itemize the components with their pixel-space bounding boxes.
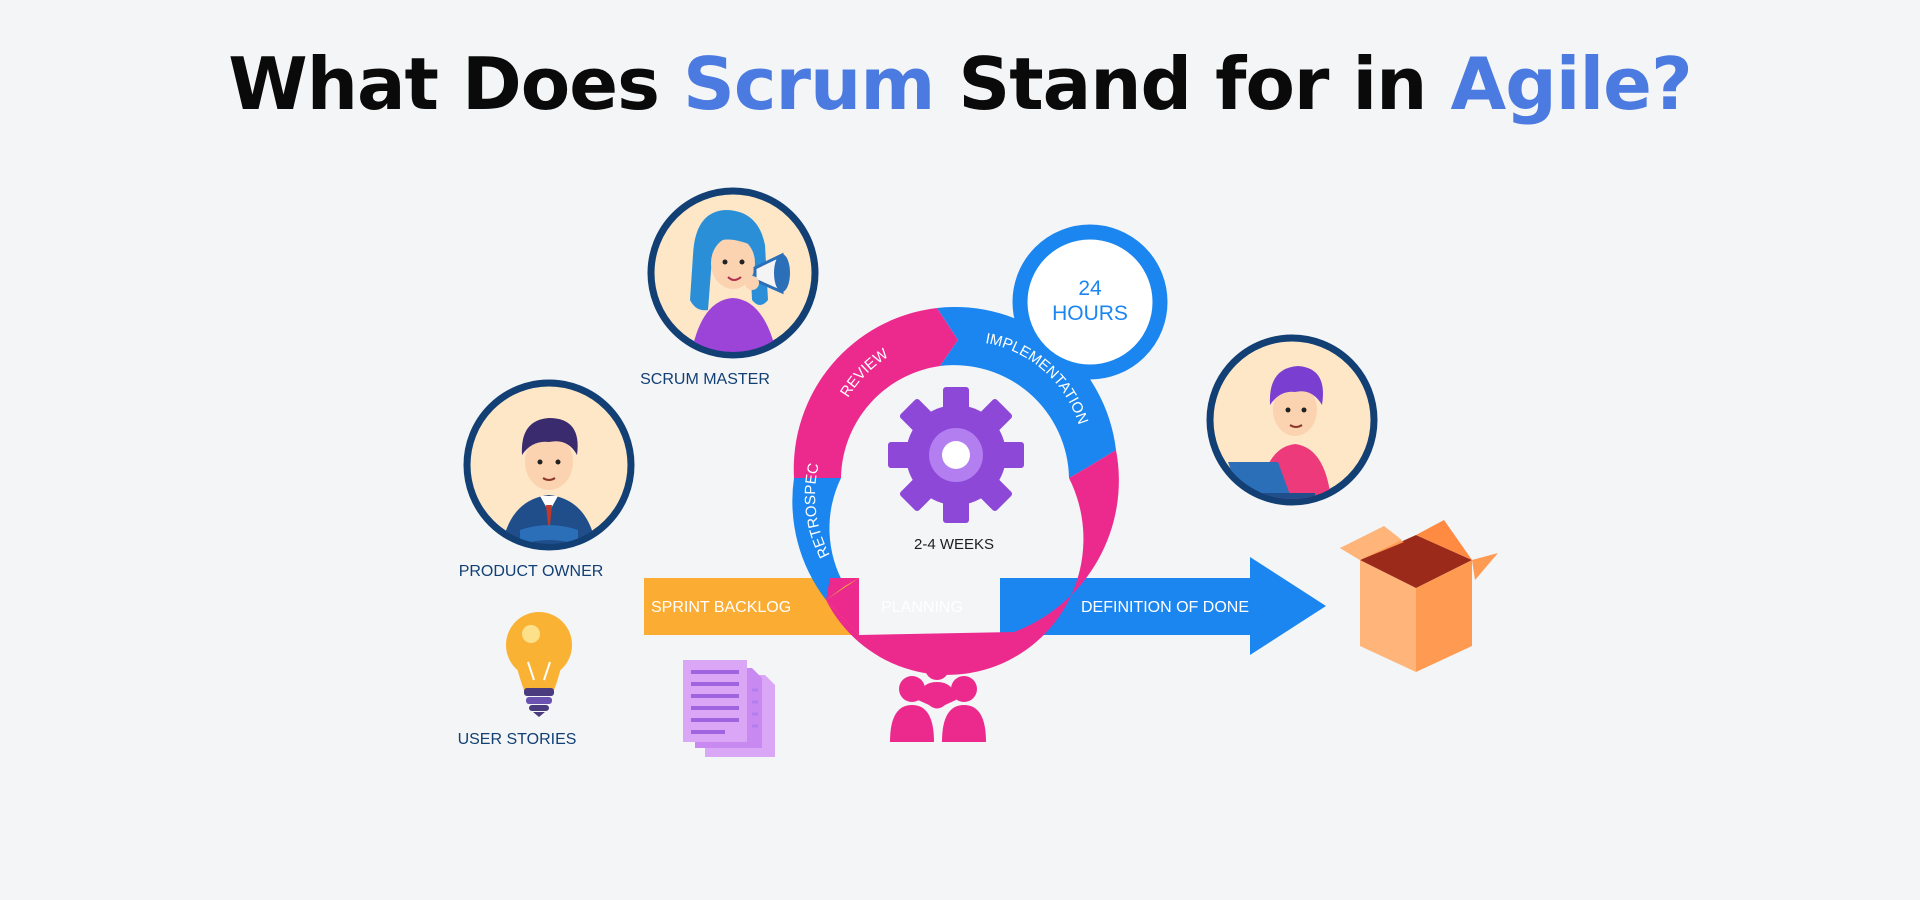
title-part-2: Stand for in — [934, 42, 1451, 126]
planning-label: PLANNING — [881, 599, 963, 616]
daily-cycle: 24 HOURS — [1012, 224, 1168, 380]
woman-megaphone-icon — [647, 187, 819, 359]
review-segment — [793, 308, 958, 478]
implementation-segment — [937, 306, 1116, 478]
planning-chevron — [826, 578, 859, 635]
title-accent-agile: Agile? — [1450, 42, 1693, 126]
sprint-backlog-label: SPRINT BACKLOG — [651, 599, 791, 616]
retrospect-segment — [792, 478, 845, 600]
product-owner-label: PRODUCT OWNER — [459, 563, 604, 580]
businessman-icon — [463, 379, 635, 551]
sprint-cycle — [792, 306, 1119, 675]
title-accent-scrum: Scrum — [683, 42, 935, 126]
daily-cycle-ring — [1012, 224, 1168, 380]
gear-icon — [888, 387, 1024, 523]
title-part-1: What Does — [228, 42, 684, 126]
scrum-master-label: SCRUM MASTER — [640, 371, 770, 388]
page-title: What Does Scrum Stand for in Agile? — [0, 42, 1920, 126]
sprint-duration: 2-4 WEEKS — [914, 536, 994, 553]
team-icon — [890, 656, 986, 742]
user-stories-label: USER STORIES — [458, 731, 577, 748]
planning-segment — [826, 450, 1119, 675]
daily-hours-value: 24 — [1078, 277, 1102, 300]
documents-icon — [683, 660, 775, 757]
developer-laptop-icon — [1206, 334, 1378, 506]
daily-hours-unit: HOURS — [1052, 302, 1128, 325]
definition-of-done-label: DEFINITION OF DONE — [1081, 599, 1249, 616]
lightbulb-icon — [506, 612, 572, 717]
open-box-icon — [1340, 520, 1498, 672]
